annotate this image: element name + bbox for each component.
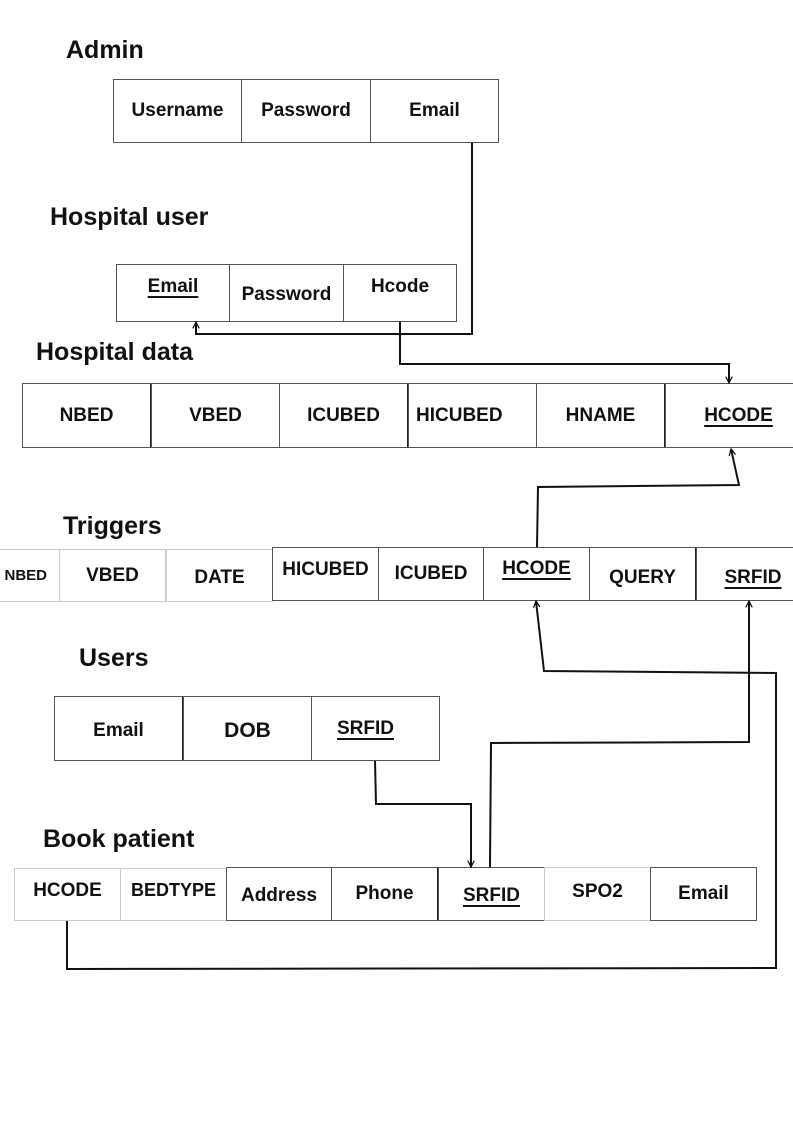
hospital-user-field-password: Password [229, 264, 344, 322]
book-patient-field-phone: Phone [331, 867, 439, 921]
hospital-data-field-hcode: HCODE [665, 383, 793, 448]
hospital-user-field-email: Email [116, 264, 230, 322]
book-patient-field-bedtype: BEDTYPE [120, 868, 227, 921]
triggers-field-hicubed: HICUBED [272, 547, 379, 601]
link-book-patient-srfid-to-triggers-srfid [489, 601, 749, 868]
admin-field-email: Email [370, 79, 499, 143]
link-triggers-hcode-to-hospital-data-hcode [536, 449, 741, 548]
hospital-user-title: Hospital user [50, 203, 209, 231]
admin-field-password: Password [241, 79, 371, 143]
admin-title: Admin [66, 36, 144, 64]
triggers-field-icubed: ICUBED [378, 547, 484, 601]
book-patient-title: Book patient [43, 825, 195, 853]
hospital-data-field-hicubed: HICUBED [408, 383, 537, 448]
link-hospital-user-hcode-to-hospital-data-hcode [399, 322, 729, 383]
book-patient-field-spo2: SPO2 [544, 867, 651, 921]
book-patient-field-srfid: SRFID [438, 867, 545, 921]
triggers-field-date: DATE [166, 549, 273, 602]
triggers-field-hcode: HCODE [483, 547, 590, 601]
users-field-srfid: SRFID [311, 696, 440, 761]
hospital-data-field-hname: HNAME [536, 383, 666, 448]
triggers-field-query: QUERY [589, 547, 697, 601]
hospital-data-title: Hospital data [36, 338, 193, 366]
book-patient-field-email: Email [650, 867, 757, 921]
book-patient-field-address: Address [226, 867, 332, 921]
hospital-user-field-hcode: Hcode [343, 264, 457, 322]
hospital-data-field-vbed: VBED [151, 383, 280, 448]
link-users-srfid-to-book-patient-srfid [374, 760, 471, 867]
book-patient-field-hcode: HCODE [14, 868, 121, 921]
triggers-field-vbed: VBED [59, 549, 167, 602]
users-field-dob: DOB [183, 696, 312, 761]
triggers-field-nbed: NBED [0, 549, 60, 602]
triggers-field-srfid: SRFID [696, 547, 793, 601]
triggers-title: Triggers [63, 512, 162, 540]
admin-field-username: Username [113, 79, 242, 143]
users-title: Users [79, 644, 149, 672]
users-field-email: Email [54, 696, 184, 761]
hospital-data-field-nbed: NBED [22, 383, 152, 448]
hospital-data-field-icubed: ICUBED [279, 383, 409, 448]
